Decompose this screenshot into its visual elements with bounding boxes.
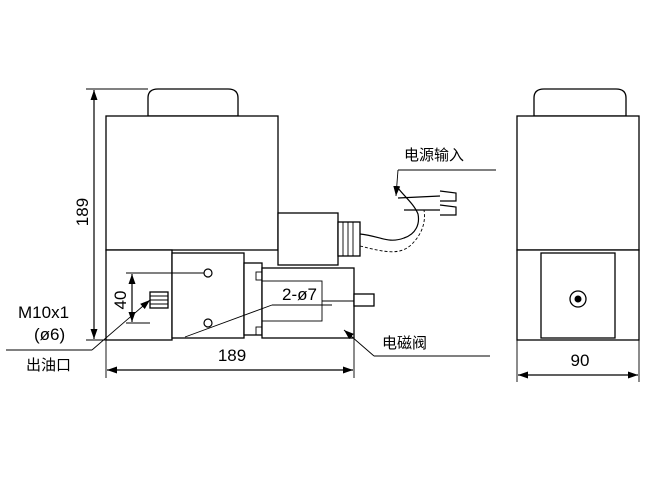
cable-gland-nut — [337, 221, 361, 257]
power-input-callout: 电源输入 — [393, 146, 496, 197]
solenoid-plunger — [353, 293, 375, 307]
front-top-cap — [147, 88, 239, 117]
thread-size-label: M10x1 — [18, 303, 69, 322]
terminal-2 — [439, 204, 457, 216]
solenoid-notch-left — [255, 271, 263, 281]
front-width-label: 189 — [218, 346, 246, 365]
side-view — [516, 88, 640, 341]
thread-bore-label: (ø6) — [34, 325, 65, 344]
mount-holes-label: 2-ø7 — [282, 285, 317, 304]
front-valve-block — [171, 252, 245, 339]
front-connector — [243, 262, 263, 336]
side-coil-housing — [516, 115, 640, 251]
height-dimension: 189 — [73, 88, 148, 341]
solenoid-callout: 电磁阀 — [343, 329, 490, 357]
outlet-leader — [91, 299, 151, 351]
outlet-callout: M10x1 (ø6) 出油口 — [6, 299, 151, 374]
front-width-dimension: 189 — [105, 338, 355, 378]
cable-gland-body — [277, 212, 339, 266]
front-coil-housing — [105, 115, 279, 251]
side-top-cap — [533, 88, 627, 117]
side-width-dimension: 90 — [516, 340, 640, 382]
solenoid-valve-label: 电磁阀 — [382, 334, 427, 352]
terminal-1 — [439, 190, 457, 202]
port-spacing-dimension: 40 — [111, 272, 204, 324]
power-leader — [393, 169, 401, 197]
front-view — [105, 88, 457, 341]
mount-holes-callout: 2-ø7 — [184, 285, 332, 338]
side-port-inner — [574, 295, 582, 303]
holes-leader — [184, 304, 273, 338]
power-input-label: 电源输入 — [404, 146, 464, 164]
power-cable-2 — [359, 209, 425, 253]
side-width-label: 90 — [571, 351, 590, 370]
solenoid-notch-bottom — [255, 326, 263, 336]
height-dim-label: 189 — [73, 198, 92, 226]
oil-outlet-label: 出油口 — [26, 356, 71, 374]
solenoid-leader — [343, 329, 375, 357]
mount-hole-bottom — [203, 318, 213, 328]
port-spacing-label: 40 — [111, 291, 130, 310]
wire-lead-1 — [397, 195, 441, 199]
power-cable — [359, 187, 420, 241]
